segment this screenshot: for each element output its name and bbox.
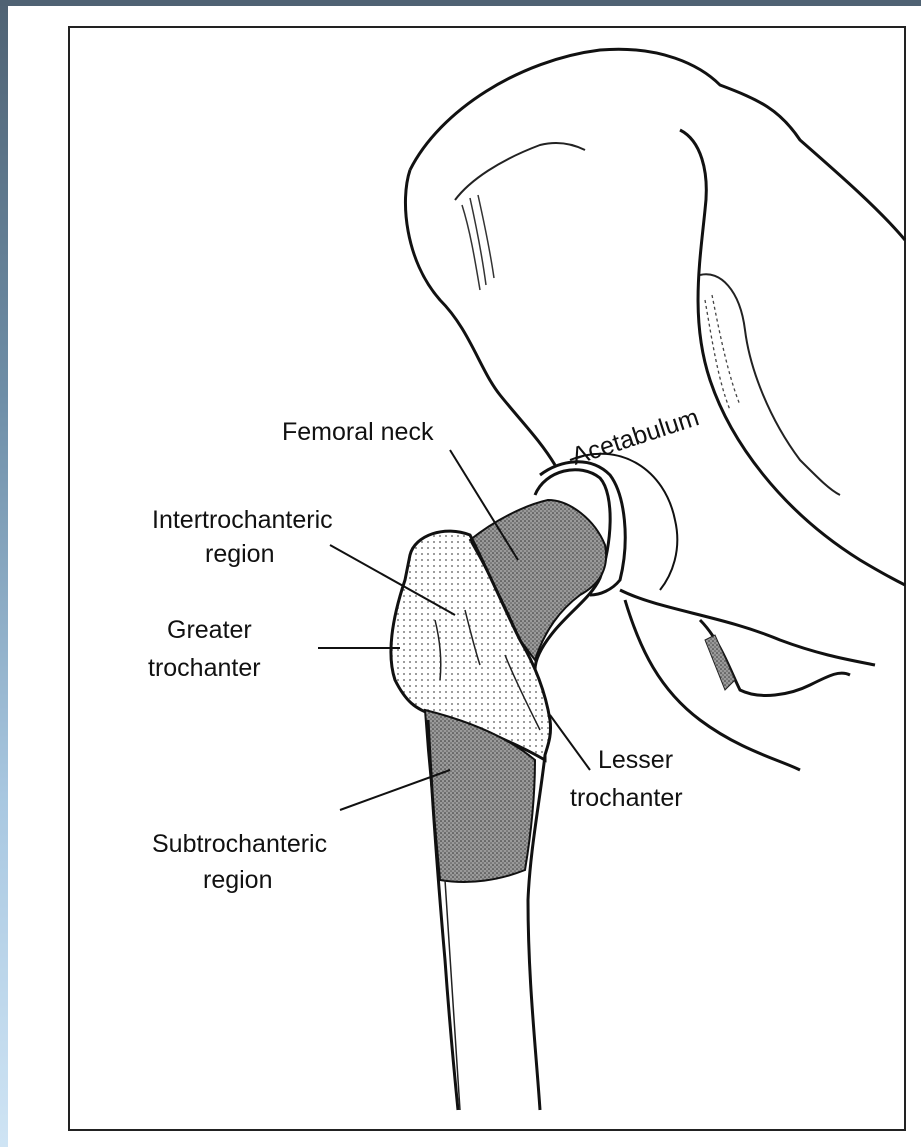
iliac-fossa (455, 143, 585, 200)
iliac-hatching (462, 195, 494, 290)
pubis-outline (620, 590, 875, 665)
label-subtrochanteric-2: region (203, 866, 273, 894)
ischium-curve (625, 600, 800, 770)
pelvis-outline (410, 49, 905, 240)
label-lesser-2: trochanter (570, 784, 683, 812)
label-intertrochanteric-2: region (205, 540, 275, 568)
label-acetabulum: Acetabulum (568, 403, 702, 470)
label-femoral-neck: Femoral neck (282, 418, 434, 446)
label-subtrochanteric-1: Subtrochanteric (152, 830, 327, 858)
pelvis-body (680, 130, 905, 585)
leader-lesser (550, 715, 590, 770)
label-greater-1: Greater (167, 616, 252, 644)
label-intertrochanteric-1: Intertrochanteric (152, 506, 333, 534)
label-lesser-1: Lesser (598, 746, 673, 774)
sacral-curve (700, 274, 840, 495)
sacral-hatch (705, 295, 740, 410)
label-greater-2: trochanter (148, 654, 261, 682)
pubic-shading (705, 635, 735, 690)
